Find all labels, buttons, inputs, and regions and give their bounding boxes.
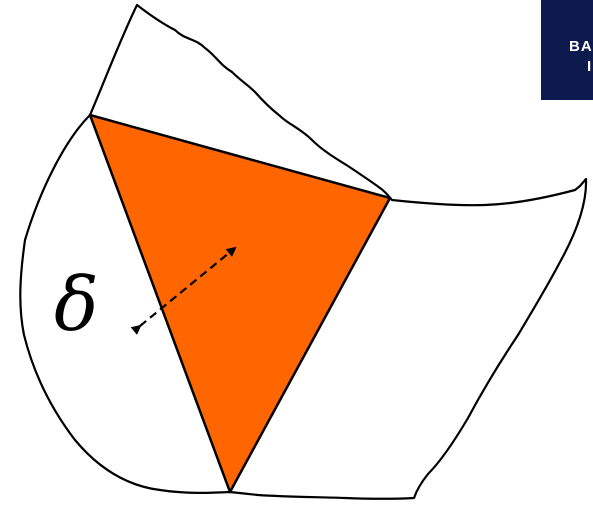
corner-logo: BA I [541,0,593,100]
delta-label: δ [54,262,99,348]
logo-text-line2: I [587,58,592,75]
logo-text-line1: BA [569,38,593,55]
distance-arrow [130,246,237,335]
